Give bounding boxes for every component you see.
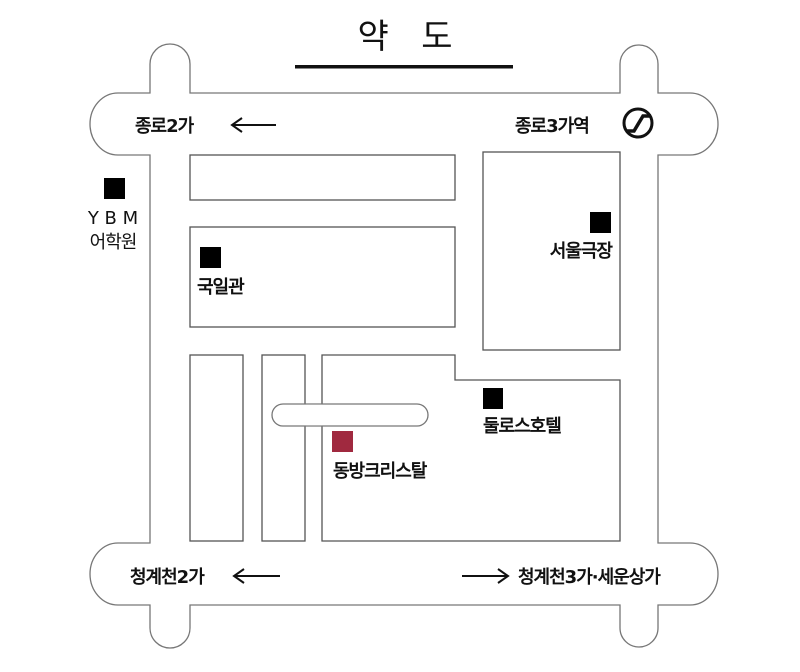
arrow-left-icon xyxy=(230,117,276,133)
block-bottom-left xyxy=(189,354,244,542)
place-seoul-theater: 서울극장 xyxy=(550,241,614,262)
road-label-jongno-3ga-station: 종로3가역 xyxy=(515,116,589,137)
place-gugilgwan: 국일관 xyxy=(197,277,245,298)
map-title: 약 도 xyxy=(358,17,453,57)
arrow-right-icon xyxy=(462,568,510,584)
subway-station-icon xyxy=(622,107,654,139)
alley xyxy=(271,403,429,427)
title-underline xyxy=(295,65,513,69)
road-label-cheonggyecheon-2ga: 청계천2가 xyxy=(130,567,205,588)
road-label-cheonggyecheon-3ga-sewoon: 청계천3가·세운상가 xyxy=(518,567,661,588)
place-ybm-line2: 어학원 xyxy=(90,232,137,253)
place-doulos-hotel: 둘로스호텔 xyxy=(483,416,561,437)
block-seoul-theater xyxy=(482,151,621,351)
marker-seoul-theater xyxy=(590,212,611,233)
marker-doulos-hotel xyxy=(483,388,503,409)
alley-crossing xyxy=(305,404,322,426)
place-ybm-line1: Y B M xyxy=(87,208,138,229)
block-bottom-middle xyxy=(261,354,306,542)
block-gugilgwan xyxy=(189,226,456,328)
road-label-jongno-2ga: 종로2가 xyxy=(135,116,195,137)
marker-ybm xyxy=(104,178,125,199)
block-hotel xyxy=(321,354,621,542)
arrow-left-icon xyxy=(232,568,280,584)
marker-dongbang-crystal xyxy=(332,431,353,452)
place-dongbang-crystal: 동방크리스탈 xyxy=(333,461,428,482)
block-top xyxy=(189,154,456,201)
marker-gugilgwan xyxy=(200,247,221,268)
